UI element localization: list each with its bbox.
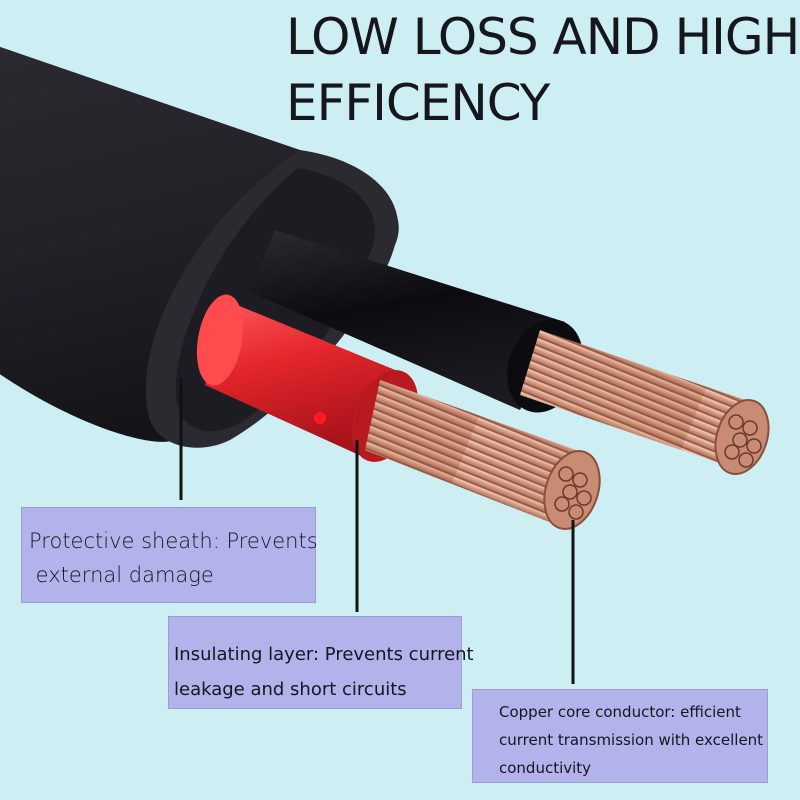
sheath-callout-line1: Protective sheath: Prevents bbox=[29, 529, 318, 553]
pointer-lines bbox=[179, 378, 575, 684]
copper-callout: Copper core conductor: efficient current… bbox=[472, 689, 768, 783]
page-title-line2: EFFICENCY bbox=[286, 74, 550, 132]
sheath-callout: Protective sheath: Prevents external dam… bbox=[21, 507, 318, 603]
copper-callout-line1: Copper core conductor: efficient bbox=[499, 703, 741, 721]
sheath-callout-line2: external damage bbox=[29, 563, 214, 587]
insulation-callout-line2: leakage and short circuits bbox=[174, 679, 407, 700]
copper-core-red-wire bbox=[365, 380, 601, 530]
insulation-callout: Insulating layer: Prevents current leaka… bbox=[168, 616, 474, 709]
copper-core-black-wire bbox=[520, 330, 770, 475]
page-title-line1: LOW LOSS AND HIGH bbox=[286, 8, 800, 66]
copper-callout-line3: conductivity bbox=[499, 759, 592, 777]
copper-callout-line2: current transmission with excellent bbox=[499, 731, 764, 749]
insulation-callout-line1: Insulating layer: Prevents current bbox=[174, 644, 474, 665]
